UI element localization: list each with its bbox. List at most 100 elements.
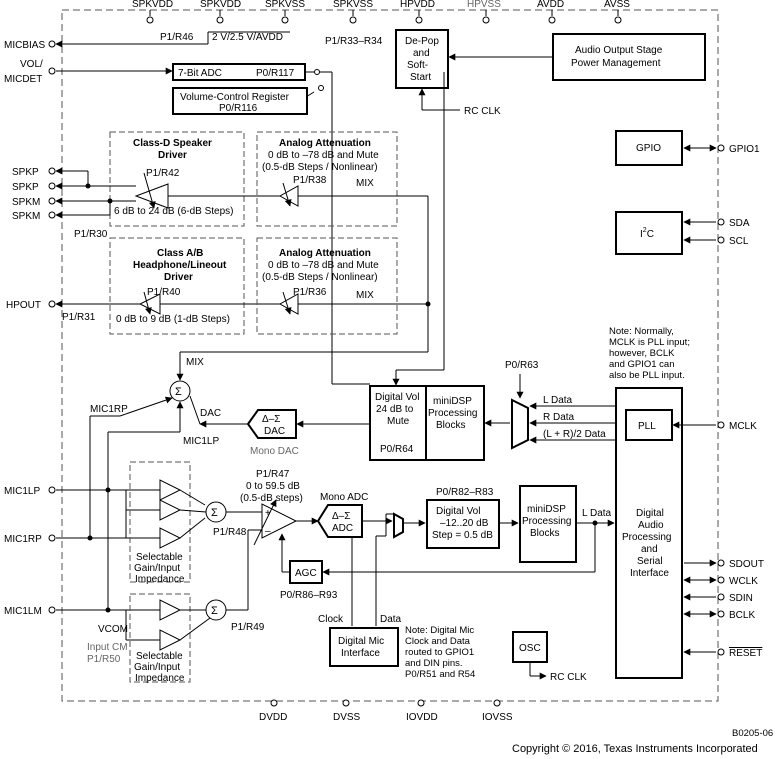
atten2-label-1: Analog Attenuation — [279, 248, 371, 259]
dmic-note-3: routed to GPIO1 — [405, 647, 474, 658]
lr-data-label: (L + R)/2 Data — [543, 429, 606, 440]
atten1-label-1: Analog Attenuation — [279, 138, 371, 149]
p1r30-label: P1/R30 — [74, 229, 108, 240]
l-data-label: L Data — [543, 395, 573, 406]
dasp-label-4: and — [641, 544, 658, 555]
micbias-voltage: 2 V/2.5 V/AVDD — [212, 32, 283, 43]
figure-code: B0205-06 — [732, 728, 773, 739]
hpout-label: HPOUT — [6, 300, 41, 311]
micbias-reg: P1/R46 — [160, 32, 194, 43]
depop-block — [395, 29, 449, 89]
dmic-note-5: P0/R51 and R54 — [405, 669, 475, 680]
agc-reg: P0/R86–R93 — [280, 590, 338, 601]
dmic-note-2: Clock and Data — [405, 636, 471, 647]
micbias-label: MICBIAS — [4, 40, 45, 51]
dvol1-block — [369, 385, 427, 461]
sda-pin-icon — [717, 218, 725, 226]
mic-amp-icon-1 — [159, 479, 182, 501]
osc-label: OSC — [519, 643, 541, 654]
dac-label: DAC — [200, 408, 221, 419]
adc-mux-icon — [393, 512, 404, 539]
sel1-label-2: Gain/Input — [134, 563, 180, 574]
dvol2-label-3: Step = 0.5 dB — [432, 530, 493, 541]
svg-text:Σ: Σ — [211, 605, 218, 617]
dvol2-reg: P0/R82–R83 — [436, 487, 494, 498]
adc-block-label-1: Δ–Σ — [332, 511, 350, 522]
pin-spkvss-1: SPKVSS — [265, 0, 305, 10]
sdin-label: SDIN — [729, 593, 753, 604]
mic1lm-label: MIC1LM — [4, 606, 42, 617]
rcclk-label-1: RC CLK — [464, 106, 501, 117]
classab-box — [109, 237, 245, 335]
dac-block — [246, 409, 297, 439]
input-cm-label: Input CM — [87, 642, 128, 653]
pga-amp-icon — [261, 503, 298, 539]
gpio-block — [615, 130, 683, 166]
minidsp1-label-3: Blocks — [436, 420, 465, 431]
sel2-label-3: Impedance — [135, 673, 185, 684]
pin-hpvdd: HPVDD — [400, 0, 435, 10]
atten2-reg: P1/R36 — [293, 287, 327, 298]
bottom-pins — [270, 699, 501, 707]
sel1-label-1: Selectable — [136, 552, 183, 563]
audio-output-power-block — [552, 33, 706, 81]
i2c-block — [615, 211, 683, 255]
reset-label: RESET — [729, 648, 762, 659]
dasp-label-2: Audio — [638, 520, 664, 531]
classd-gain: 6 dB to 24 dB (6-dB Steps) — [114, 206, 234, 217]
pin-iovss: IOVSS — [482, 712, 513, 723]
dasp-label-5: Serial — [637, 556, 663, 567]
mic1rp-in-label: MIC1RP — [90, 404, 128, 415]
gpio1-label: GPIO1 — [729, 144, 760, 155]
pin-dvss: DVSS — [333, 712, 361, 723]
aops-label-1: Audio Output Stage — [575, 45, 663, 56]
dvol1-label-1: Digital Vol — [375, 392, 419, 403]
dvol1-reg: P0/R64 — [380, 444, 414, 455]
classd-label-1: Class-D Speaker — [133, 138, 212, 149]
atten2-label-3: (0.5-dB Steps / Nonlinear) — [262, 272, 378, 283]
dvol1-label-2: 24 dB to — [376, 404, 414, 415]
dasp-label-3: Processing — [622, 532, 671, 543]
dvol2-block — [426, 499, 500, 549]
gpio-block-label: GPIO — [636, 143, 661, 154]
p1r48-label: P1/R48 — [213, 527, 247, 538]
atten2-label-2: 0 dB to –78 dB and Mute — [268, 260, 379, 271]
minidsp1-label-2: Processing — [428, 408, 477, 419]
p1r49-label: P1/R49 — [231, 622, 265, 633]
mclk-label: MCLK — [729, 421, 757, 432]
mono-dac-label: Mono DAC — [250, 446, 299, 457]
mic-amp-icon-3 — [159, 527, 182, 549]
mic-amp-icon-4 — [159, 599, 182, 621]
pga-plus: + — [265, 508, 271, 519]
volreg-label-2: P0/R116 — [219, 103, 258, 114]
vol-pin-icon — [48, 67, 56, 75]
mix-label-2: MIX — [356, 290, 374, 301]
hp-gain: 0 dB to 9 dB (1-dB Steps) — [116, 314, 230, 325]
agc-label: AGC — [295, 568, 317, 579]
atten1-label-2: 0 dB to –78 dB and Mute — [268, 150, 379, 161]
dasp-label-6: Interface — [630, 568, 669, 579]
sel2-label-1: Selectable — [136, 651, 183, 662]
volreg-label-1: Volume-Control Register — [180, 92, 290, 103]
adc-7bit-reg: P0/R117 — [256, 68, 295, 79]
atten1-reg: P1/R38 — [293, 175, 327, 186]
atten1-label-3: (0.5-dB Steps / Nonlinear) — [262, 162, 378, 173]
spkm-label-2: SPKM — [12, 211, 40, 222]
pll-label: PLL — [638, 421, 656, 432]
minidsp1-label-1: miniDSP — [433, 396, 472, 407]
aops-label-2: Power Management — [571, 58, 661, 69]
gpio1-pin-icon — [717, 144, 725, 152]
dmic-label-2: Interface — [341, 648, 380, 659]
minidsp1-block — [425, 385, 485, 461]
dvol2-label-2: –12..20 dB — [440, 518, 489, 529]
depop-label-2: and — [413, 48, 430, 59]
sel1-label-3: Impedance — [135, 574, 185, 585]
spkp-label-1: SPKP — [12, 167, 39, 178]
mic-amp-icon-5 — [159, 629, 182, 651]
minidsp2-label-3: Blocks — [530, 528, 559, 539]
mic-amp-icon-2 — [159, 499, 182, 521]
hp-reg: P1/R40 — [147, 287, 181, 298]
svg-text:Σ: Σ — [175, 386, 182, 398]
mic1lp-in-label: MIC1LP — [183, 436, 219, 447]
note-line-1: Note: Normally, — [609, 326, 674, 337]
